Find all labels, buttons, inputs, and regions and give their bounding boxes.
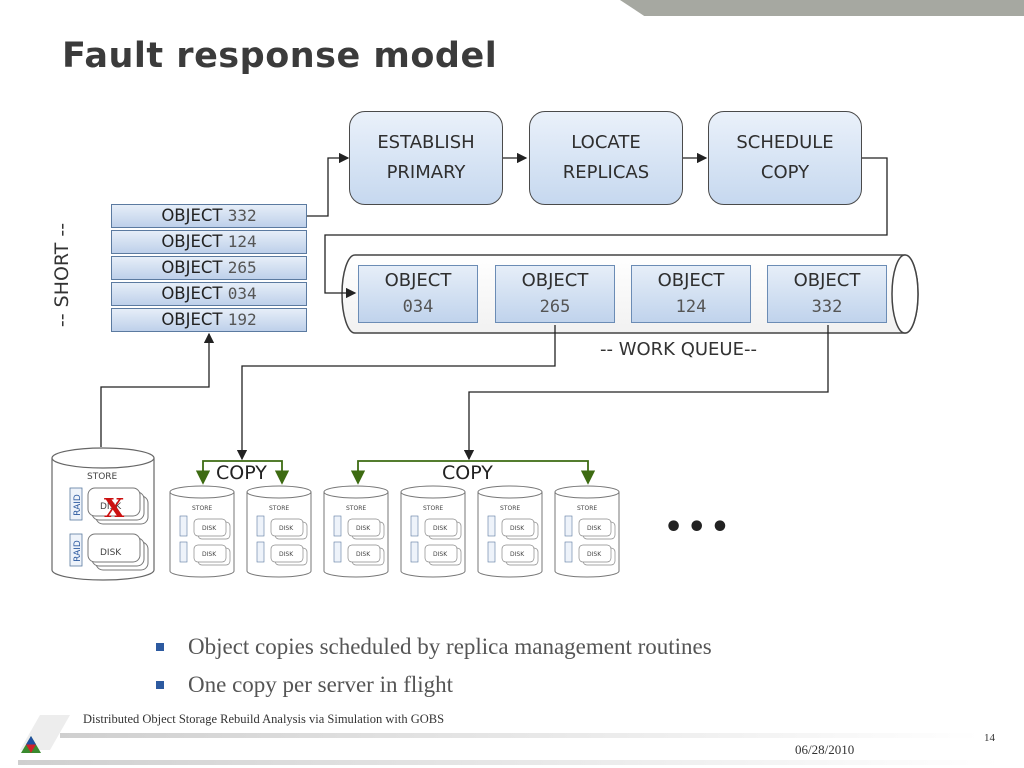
svg-text:DISK: DISK bbox=[433, 525, 448, 532]
svg-text:STORE: STORE bbox=[577, 505, 597, 512]
copy-label: COPY bbox=[216, 462, 267, 484]
raid-label: RAID bbox=[72, 540, 83, 562]
disk-label: DISK bbox=[100, 548, 122, 558]
arrow-schedule-to-queue bbox=[324, 157, 888, 299]
ellipsis-more-stores: ••• bbox=[664, 510, 734, 545]
svg-text:STORE: STORE bbox=[500, 505, 520, 512]
svg-text:DISK: DISK bbox=[510, 525, 525, 532]
arrow-store-to-short bbox=[100, 332, 215, 447]
process-line: REPLICAS bbox=[562, 162, 650, 183]
small-store: STORE DISK DISK bbox=[477, 485, 543, 578]
arrow-to-establish bbox=[307, 152, 350, 217]
bullet-square-icon bbox=[156, 643, 164, 651]
svg-text:DISK: DISK bbox=[202, 551, 217, 558]
svg-text:DISK: DISK bbox=[510, 551, 525, 558]
svg-text:DISK: DISK bbox=[202, 525, 217, 532]
small-store: STORE DISK DISK bbox=[169, 485, 235, 578]
process-line: SCHEDULE bbox=[736, 132, 834, 153]
short-list-label: -- SHORT -- bbox=[51, 222, 73, 328]
bullet-item: Object copies scheduled by replica manag… bbox=[156, 628, 712, 666]
short-list-item: OBJECT 192 bbox=[111, 308, 307, 332]
svg-text:DISK: DISK bbox=[356, 551, 371, 558]
svg-text:STORE: STORE bbox=[192, 505, 212, 512]
raid-label: RAID bbox=[72, 494, 83, 516]
process-line: PRIMARY bbox=[386, 162, 466, 183]
slide-title: Fault response model bbox=[62, 36, 498, 76]
svg-text:STORE: STORE bbox=[423, 505, 443, 512]
process-line: ESTABLISH bbox=[377, 132, 475, 153]
store-label: STORE bbox=[87, 472, 118, 482]
svg-text:STORE: STORE bbox=[269, 505, 289, 512]
svg-text:DISK: DISK bbox=[356, 525, 371, 532]
short-list-item: OBJECT 124 bbox=[111, 230, 307, 254]
svg-text:DISK: DISK bbox=[279, 551, 294, 558]
svg-text:DISK: DISK bbox=[279, 525, 294, 532]
bullet-list: Object copies scheduled by replica manag… bbox=[156, 628, 712, 704]
small-store: STORE DISK DISK bbox=[400, 485, 466, 578]
short-list-item: OBJECT 265 bbox=[111, 256, 307, 280]
svg-text:DISK: DISK bbox=[433, 551, 448, 558]
small-store: STORE DISK DISK bbox=[323, 485, 389, 578]
small-store: STORE DISK DISK bbox=[554, 485, 620, 578]
logo-icon bbox=[21, 736, 41, 753]
disk-label: DISK bbox=[100, 502, 122, 512]
work-queue-label: -- WORK QUEUE-- bbox=[600, 339, 757, 360]
page-number: 14 bbox=[984, 732, 995, 744]
process-line: COPY bbox=[760, 162, 810, 183]
short-list-item: OBJECT 034 bbox=[111, 282, 307, 306]
copy-label: COPY bbox=[442, 462, 493, 484]
svg-text:DISK: DISK bbox=[587, 551, 602, 558]
small-store: STORE DISK DISK bbox=[246, 485, 312, 578]
process-box-establish: ESTABLISH PRIMARY bbox=[349, 111, 503, 205]
arrow-queue-copy2 bbox=[463, 325, 829, 461]
footer-date: 06/28/2010 bbox=[795, 742, 855, 757]
bullet-item: One copy per server in flight bbox=[156, 666, 712, 704]
footer-text: Distributed Object Storage Rebuild Analy… bbox=[83, 712, 445, 726]
process-line: LOCATE bbox=[571, 132, 641, 153]
top-decor-bar bbox=[620, 0, 1024, 16]
arrow-queue-copy1 bbox=[236, 325, 556, 461]
bullet-square-icon bbox=[156, 681, 164, 689]
process-box-schedule: SCHEDULE COPY bbox=[708, 111, 862, 205]
svg-text:STORE: STORE bbox=[346, 505, 366, 512]
svg-text:DISK: DISK bbox=[587, 525, 602, 532]
process-box-locate: LOCATE REPLICAS bbox=[529, 111, 683, 205]
failed-store bbox=[51, 447, 155, 581]
short-list-item: OBJECT 332 bbox=[111, 204, 307, 228]
failure-x-icon: X bbox=[104, 494, 125, 524]
